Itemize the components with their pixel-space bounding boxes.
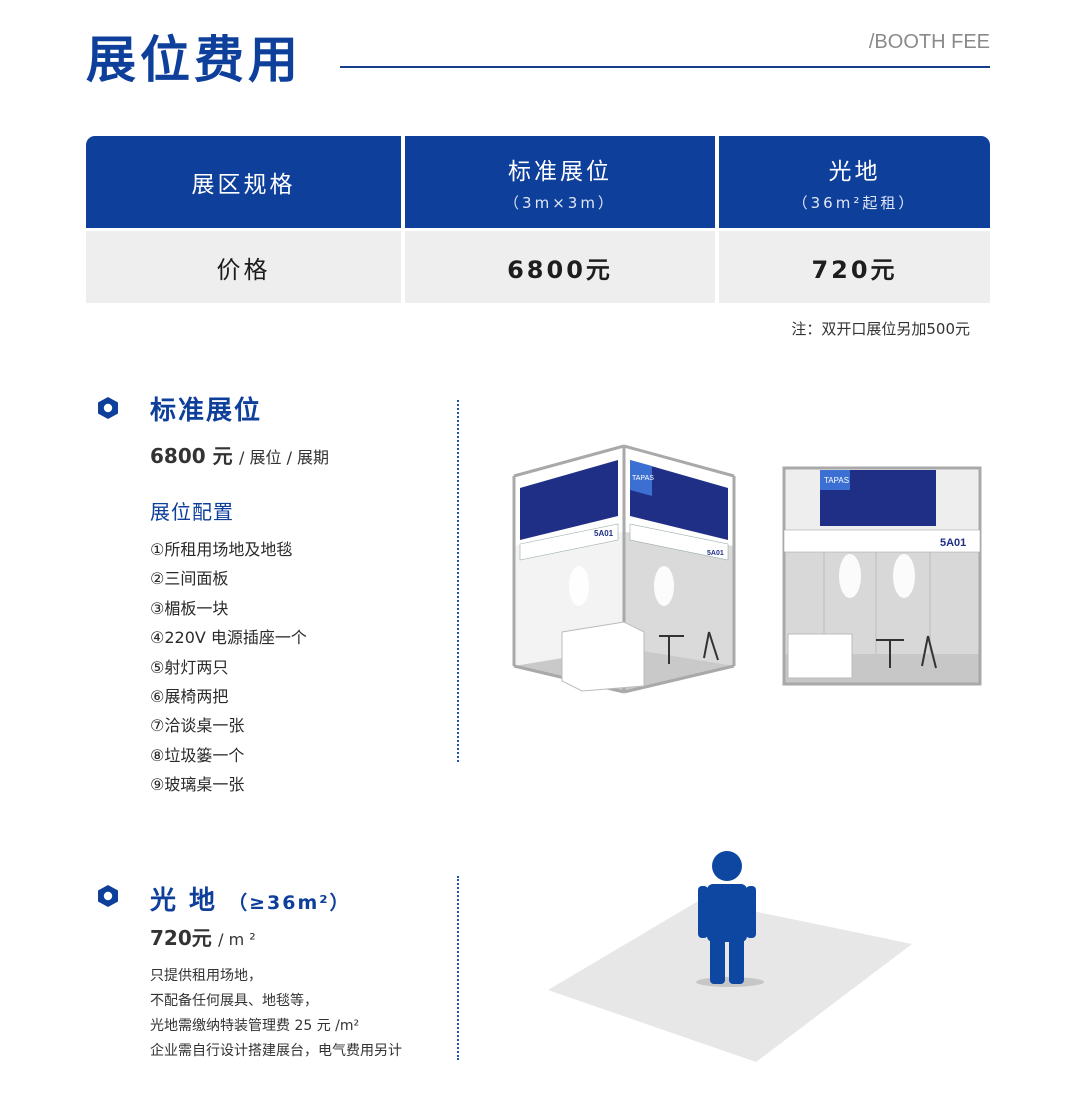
- list-item: ⑤射灯两只: [150, 657, 229, 677]
- price-raw-space: 720元: [719, 231, 990, 303]
- raw-space-title-suffix: （≥36m²）: [228, 892, 351, 914]
- list-item: ⑨玻璃桌一张: [150, 775, 245, 795]
- header-cell-label: 展区规格: [191, 172, 296, 198]
- description-line: 不配备任何展具、地毯等，: [150, 993, 318, 1009]
- header-cell-standard: 标准展位 （3m×3m）: [405, 136, 715, 228]
- list-item: ④220V 电源插座一个: [150, 628, 307, 648]
- list-item: ①所租用场地及地毯: [150, 540, 293, 559]
- list-item: ⑦洽谈桌一张: [150, 716, 245, 736]
- price-note: 注：双开口展位另加500元: [791, 320, 970, 338]
- header-cell-sublabel: （36m²起租）: [792, 193, 917, 212]
- standard-price-unit: / 展位 / 展期: [239, 448, 330, 467]
- booth-logo-text: TAPAS: [824, 476, 849, 485]
- header-cell-sublabel: （3m×3m）: [504, 193, 616, 212]
- price-table-header: 展区规格 标准展位 （3m×3m） 光地 （36m²起租）: [86, 136, 990, 228]
- title-divider: [340, 66, 990, 68]
- config-title: 展位配置: [150, 500, 234, 524]
- dotted-divider: [457, 876, 459, 1060]
- raw-space-title: 光 地 （≥36m²）: [150, 880, 351, 917]
- hexagon-bullet-icon: [98, 885, 118, 907]
- page-title: 展位费用: [86, 31, 302, 89]
- list-item: ⑧垃圾篓一个: [150, 745, 245, 765]
- list-item: ②三间面板: [150, 569, 229, 589]
- booth-number-front: 5A01: [940, 537, 966, 549]
- standard-booth-title: 标准展位: [150, 396, 263, 426]
- raw-space-price: 720元 / m ²: [150, 922, 256, 951]
- price-standard: 6800元: [405, 231, 715, 303]
- description-line: 光地需缴纳特装管理费 25 元 /m²: [150, 1018, 360, 1034]
- booth-logo-text: TAPAS: [632, 475, 654, 482]
- price-table: 展区规格 标准展位 （3m×3m） 光地 （36m²起租） 价格 6800元 7…: [86, 136, 990, 303]
- config-list: ①所租用场地及地毯 ②三间面板 ③楣板一块 ④220V 电源插座一个 ⑤射灯两只…: [150, 538, 307, 803]
- standard-price-value: 6800 元: [150, 444, 233, 468]
- hexagon-bullet-icon: [98, 397, 118, 419]
- person-icon: [698, 851, 756, 984]
- list-item: ⑥展椅两把: [150, 686, 229, 706]
- header-cell-label: 光地: [828, 158, 881, 185]
- front-booth-illustration: TAPAS 5A01: [782, 466, 982, 686]
- header-cell-raw-space: 光地 （36m²起租）: [719, 136, 990, 228]
- dotted-divider: [457, 400, 459, 762]
- price-table-row: 价格 6800元 720元: [86, 231, 990, 303]
- description-line: 企业需自行设计搭建展台，电气费用另计: [150, 1043, 402, 1059]
- raw-space-title-text: 光 地: [150, 886, 218, 916]
- list-item: ③楣板一块: [150, 598, 229, 618]
- booth-number-right: 5A01: [707, 550, 724, 557]
- header-cell-label: 标准展位: [508, 158, 612, 185]
- raw-space-price-unit: / m ²: [218, 930, 256, 949]
- header-cell-spec: 展区规格: [86, 136, 401, 228]
- corner-booth-illustration: TAPAS 5A01 5A01: [512, 444, 736, 694]
- page-subtitle: /BOOTH FEE: [868, 31, 990, 53]
- booth-number-left: 5A01: [594, 529, 614, 538]
- row-label-price: 价格: [86, 231, 401, 303]
- standard-booth-price: 6800 元 / 展位 / 展期: [150, 440, 329, 469]
- raw-space-price-value: 720元: [150, 926, 212, 950]
- description-line: 只提供租用场地，: [150, 968, 262, 984]
- raw-space-illustration: [548, 851, 912, 1062]
- raw-space-description: 只提供租用场地， 不配备任何展具、地毯等， 光地需缴纳特装管理费 25 元 /m…: [150, 964, 402, 1064]
